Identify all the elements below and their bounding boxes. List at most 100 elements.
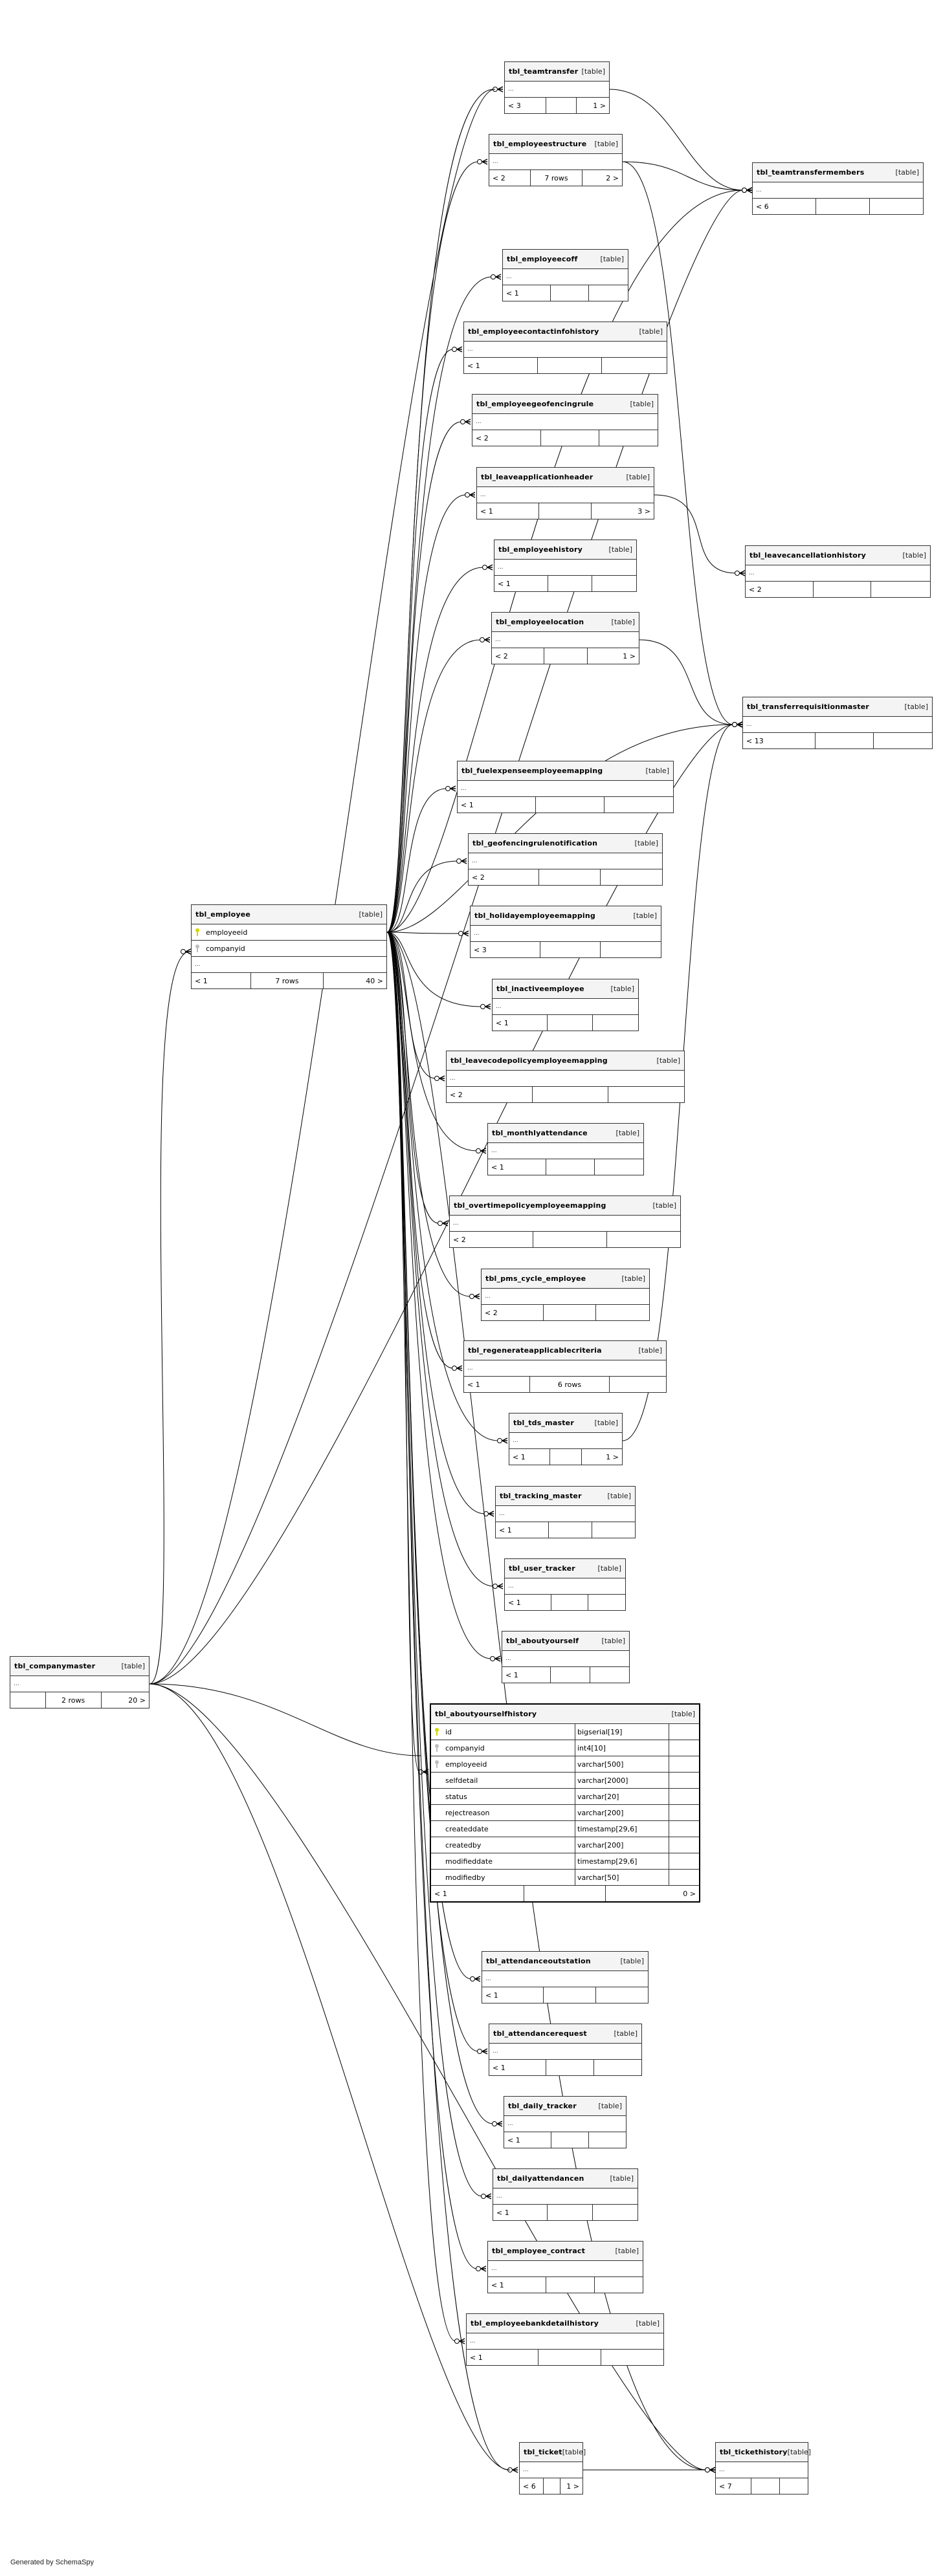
hidden-columns-ellipsis[interactable]: ... bbox=[746, 565, 930, 582]
table-name[interactable]: tbl_employeelocation bbox=[496, 618, 584, 626]
table-name[interactable]: tbl_attendanceoutstation bbox=[486, 1957, 591, 1965]
table-name[interactable]: tbl_pms_cycle_employee bbox=[485, 1274, 586, 1283]
parent-count[interactable]: < 1 bbox=[467, 361, 480, 370]
table-name[interactable]: tbl_holidayemployeemapping bbox=[474, 911, 595, 920]
parent-count[interactable]: < 1 bbox=[480, 507, 493, 516]
table-name[interactable]: tbl_attendancerequest bbox=[493, 2029, 587, 2038]
child-count[interactable] bbox=[779, 2478, 808, 2494]
parent-count[interactable]: < 1 bbox=[493, 2063, 505, 2072]
table-name[interactable]: tbl_tracking_master bbox=[500, 1492, 582, 1500]
parent-count[interactable]: < 6 bbox=[523, 2482, 536, 2491]
table-header[interactable]: tbl_teamtransfermembers[table] bbox=[753, 163, 923, 182]
child-count[interactable] bbox=[595, 1987, 648, 2003]
parent-count[interactable]: < 3 bbox=[474, 945, 487, 954]
table-node[interactable]: tbl_overtimepolicyemployeemapping[table]… bbox=[449, 1195, 681, 1248]
table-header[interactable]: tbl_tickethistory[table] bbox=[716, 2443, 811, 2462]
table-name[interactable]: tbl_employeecoff bbox=[507, 255, 578, 263]
child-count[interactable] bbox=[608, 1377, 666, 1392]
hidden-columns-ellipsis[interactable]: ... bbox=[447, 1071, 684, 1087]
child-count[interactable]: 1 > bbox=[581, 1449, 622, 1465]
child-count[interactable] bbox=[599, 869, 662, 885]
table-node[interactable]: tbl_employeecontactinfohistory[table]...… bbox=[463, 322, 667, 374]
table-header[interactable]: tbl_tracking_master[table] bbox=[496, 1487, 635, 1506]
table-header[interactable]: tbl_overtimepolicyemployeemapping[table] bbox=[450, 1196, 680, 1216]
child-count[interactable] bbox=[599, 942, 661, 957]
parent-count[interactable]: < 2 bbox=[450, 1090, 463, 1099]
parent-count[interactable]: < 2 bbox=[495, 651, 508, 660]
parent-count[interactable]: < 1 bbox=[513, 1452, 526, 1461]
child-count[interactable] bbox=[869, 199, 923, 214]
child-count[interactable] bbox=[594, 2277, 643, 2293]
parent-count[interactable]: < 1 bbox=[506, 289, 519, 298]
table-name[interactable]: tbl_leavecancellationhistory bbox=[749, 551, 866, 560]
table-header[interactable]: tbl_teamtransfer[table] bbox=[505, 62, 609, 82]
child-count[interactable] bbox=[589, 1667, 629, 1683]
child-count[interactable] bbox=[592, 1015, 638, 1031]
parent-count[interactable]: < 1 bbox=[496, 1018, 509, 1027]
parent-count[interactable]: < 2 bbox=[472, 873, 485, 882]
column-row[interactable]: employeeid bbox=[192, 924, 386, 941]
table-header[interactable]: tbl_ticket[table] bbox=[520, 2443, 586, 2462]
table-header[interactable]: tbl_leaveapplicationheader[table] bbox=[477, 468, 654, 487]
table-name[interactable]: tbl_user_tracker bbox=[509, 1564, 575, 1573]
child-count[interactable] bbox=[600, 2350, 663, 2365]
hidden-columns-ellipsis[interactable]: ... bbox=[488, 1143, 643, 1159]
parent-count[interactable]: < 2 bbox=[485, 1308, 498, 1317]
table-name[interactable]: tbl_transferrequisitionmaster bbox=[747, 703, 870, 711]
table-header[interactable]: tbl_geofencingrulenotification[table] bbox=[469, 834, 662, 853]
table-node[interactable]: tbl_fuelexpenseemployeemapping[table]...… bbox=[457, 761, 674, 813]
hidden-columns-ellipsis[interactable]: ... bbox=[489, 2044, 641, 2060]
parent-count[interactable]: < 1 bbox=[508, 1598, 521, 1607]
table-header[interactable]: tbl_employee[table] bbox=[192, 905, 386, 924]
table-name[interactable]: tbl_companymaster bbox=[14, 1662, 96, 1670]
table-name[interactable]: tbl_employee_contract bbox=[492, 2247, 586, 2255]
child-count[interactable] bbox=[870, 582, 930, 597]
child-count[interactable] bbox=[595, 1305, 649, 1320]
parent-count[interactable]: < 1 bbox=[467, 1380, 480, 1389]
table-name[interactable]: tbl_aboutyourselfhistory bbox=[435, 1710, 537, 1718]
hidden-columns-ellipsis[interactable]: ... bbox=[503, 269, 628, 285]
child-count[interactable] bbox=[603, 797, 673, 813]
parent-count[interactable]: < 2 bbox=[453, 1235, 466, 1244]
table-node[interactable]: tbl_teamtransfermembers[table]...< 6 bbox=[752, 162, 924, 215]
hidden-columns-ellipsis[interactable]: ... bbox=[504, 2116, 626, 2132]
parent-count[interactable]: < 2 bbox=[493, 173, 505, 182]
hidden-columns-ellipsis[interactable]: ... bbox=[464, 1360, 666, 1377]
table-node[interactable]: tbl_leavecodepolicyemployeemapping[table… bbox=[446, 1051, 685, 1103]
hidden-columns-ellipsis[interactable]: ... bbox=[471, 926, 661, 942]
hidden-columns-ellipsis[interactable]: ... bbox=[482, 1971, 648, 1987]
table-header[interactable]: tbl_employeehistory[table] bbox=[494, 540, 636, 560]
table-node[interactable]: tbl_leavecancellationhistory[table]...< … bbox=[745, 545, 931, 598]
parent-count[interactable]: < 1 bbox=[498, 579, 511, 588]
table-name[interactable]: tbl_teamtransfer bbox=[509, 67, 579, 76]
child-count[interactable] bbox=[598, 430, 658, 446]
hidden-columns-ellipsis[interactable]: ... bbox=[520, 2462, 582, 2478]
table-node[interactable]: tbl_inactiveemployee[table]...< 1 bbox=[492, 979, 639, 1031]
child-count[interactable] bbox=[606, 1232, 680, 1247]
child-count[interactable] bbox=[591, 1522, 635, 1538]
child-count[interactable] bbox=[593, 2060, 641, 2075]
hidden-columns-ellipsis[interactable]: ... bbox=[192, 957, 386, 973]
table-name[interactable]: tbl_employee bbox=[195, 910, 251, 919]
parent-count[interactable]: < 1 bbox=[499, 1525, 512, 1534]
table-header[interactable]: tbl_employeecontactinfohistory[table] bbox=[464, 322, 667, 342]
table-node[interactable]: tbl_geofencingrulenotification[table]...… bbox=[468, 833, 663, 886]
child-count[interactable] bbox=[601, 358, 667, 373]
child-count[interactable]: 20 > bbox=[100, 1692, 149, 1708]
table-node[interactable]: tbl_tracking_master[table]...< 1 bbox=[495, 1486, 636, 1538]
table-header[interactable]: tbl_aboutyourselfhistory[table] bbox=[431, 1705, 699, 1724]
child-count[interactable]: 2 > bbox=[581, 170, 622, 186]
table-header[interactable]: tbl_aboutyourself[table] bbox=[502, 1632, 629, 1651]
table-header[interactable]: tbl_employee_contract[table] bbox=[488, 2242, 643, 2261]
